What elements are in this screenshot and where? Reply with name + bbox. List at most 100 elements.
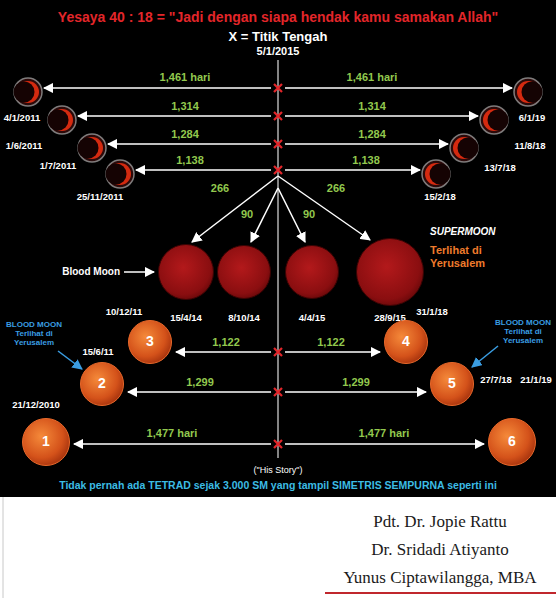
- day-count: 1,138: [176, 154, 204, 167]
- arrow-line: [251, 188, 278, 242]
- author-name: Dr. Sridadi Atiyanto: [371, 540, 508, 560]
- day-count: 1,461 hari: [347, 71, 398, 84]
- eclipse-icon: [106, 160, 135, 188]
- eclipse-date: 1/7/2011: [40, 161, 76, 172]
- arrow-line: [285, 351, 380, 353]
- day-count: 1,477 hari: [359, 427, 410, 440]
- event-date: 27/7/18: [480, 375, 512, 385]
- red-rule: [325, 592, 556, 594]
- event-date: 21/1/19: [520, 375, 552, 385]
- supermoon: 28/9/15: [356, 238, 424, 306]
- supermoon-label: SUPERMOON: [430, 226, 496, 238]
- center-axis: [277, 60, 278, 458]
- arrow-line: [285, 391, 426, 393]
- callout-number: 4: [402, 334, 410, 349]
- arrow-line: [285, 143, 448, 145]
- event-date: 4/4/15: [299, 313, 325, 323]
- day-count: 1,284: [358, 128, 386, 141]
- subtitle-note: ("His Story"): [254, 465, 303, 475]
- midpoint-date: 5/1/2015: [257, 45, 300, 58]
- day-count: 1,477 hari: [147, 427, 198, 440]
- circle-shape: [217, 245, 271, 299]
- black-ground: [0, 0, 556, 497]
- eclipse-circle: 121/12/2010: [22, 418, 70, 466]
- arrow-line: [192, 176, 278, 242]
- callout-number: 6: [508, 434, 516, 449]
- event-date: 8/10/14: [228, 313, 260, 323]
- eclipse-date: 25/11/2011: [77, 192, 124, 203]
- eclipse-date: 6/1/19: [519, 113, 545, 124]
- day-count: 266: [327, 182, 345, 195]
- arrow-line: [285, 115, 478, 117]
- arrow-line: [285, 169, 420, 171]
- circle-shape: [158, 244, 214, 300]
- day-count: 1,122: [317, 336, 345, 349]
- day-count: 90: [303, 208, 315, 221]
- eclipse-icon: [450, 134, 479, 162]
- arrow-line: [74, 443, 271, 445]
- midpoint-mark: [274, 112, 282, 120]
- eclipse-circle: 310/12/11: [128, 320, 172, 364]
- caption: Tidak pernah ada TETRAD sejak 3.000 SM y…: [59, 479, 497, 491]
- day-count: 1,122: [212, 336, 240, 349]
- eclipse-date: 1/6/2011: [6, 141, 42, 152]
- arrow-line: [136, 169, 271, 171]
- visibility-note: Terlihat di Yerusalem: [430, 244, 502, 269]
- midpoint-mark: [274, 84, 282, 92]
- eclipse-icon: [14, 78, 43, 106]
- eclipse-circle: 621/1/19: [488, 418, 536, 466]
- eclipse-circle: 431/1/18: [384, 320, 428, 364]
- arrow-line: [472, 346, 498, 367]
- margin-line: [3, 497, 4, 598]
- arrow-line: [285, 87, 512, 89]
- arrow-line: [176, 351, 271, 353]
- eclipse-icon: [422, 160, 451, 188]
- arrow-line: [78, 115, 271, 117]
- arrow-line: [124, 271, 154, 273]
- event-date: 15/4/14: [170, 313, 202, 323]
- blood-moon: 15/4/14: [158, 244, 214, 300]
- day-count: 1,138: [352, 154, 380, 167]
- eclipse-icon: [78, 134, 107, 162]
- midpoint-heading: X = Titik Tengah: [229, 30, 328, 45]
- day-count: 1,299: [186, 376, 214, 389]
- callout-number: 3: [146, 334, 154, 349]
- arrow-line: [128, 391, 271, 393]
- title: Yesaya 40 : 18 = "Jadi dengan siapa hend…: [58, 9, 498, 25]
- visibility-note: BLOOD MOON Terlihat di Yerusalem: [5, 320, 63, 348]
- midpoint-mark: [274, 440, 282, 448]
- midpoint-mark: [274, 140, 282, 148]
- eclipse-icon: [514, 78, 543, 106]
- eclipse-circle: 527/7/18: [430, 362, 474, 406]
- eclipse-date: 11/8/18: [514, 141, 545, 152]
- arrow-line: [285, 443, 484, 445]
- midpoint-mark: [274, 348, 282, 356]
- eclipse-date: 4/1/2011: [4, 113, 40, 124]
- callout-number: 1: [42, 434, 50, 449]
- event-date: 31/1/18: [416, 307, 448, 317]
- author-name: Yunus Ciptawilangga, MBA: [343, 568, 536, 588]
- arrow-line: [108, 143, 271, 145]
- arrow-line: [278, 188, 305, 242]
- midpoint-mark: [274, 166, 282, 174]
- visibility-note: BLOOD MOON Terlihat di Yerusalem: [494, 318, 552, 346]
- event-date: 21/12/2010: [12, 400, 60, 410]
- author-name: Pdt. Dr. Jopie Rattu: [373, 512, 507, 532]
- arrow-line: [58, 351, 82, 369]
- circle-shape: [285, 245, 339, 299]
- arrow-line: [44, 87, 271, 89]
- callout-number: 2: [98, 376, 106, 391]
- day-count: 266: [211, 182, 229, 195]
- day-count: 1,299: [342, 376, 370, 389]
- eclipse-date: 15/2/18: [424, 192, 456, 203]
- day-count: 1,284: [171, 128, 199, 141]
- arrow-line: [278, 176, 370, 240]
- day-count: 90: [241, 208, 253, 221]
- event-date: 10/12/11: [106, 307, 142, 317]
- blood-moon-label: Blood Moon: [62, 266, 120, 278]
- callout-number: 5: [448, 376, 456, 391]
- eclipse-icon: [48, 106, 77, 134]
- eclipse-icon: [480, 106, 509, 134]
- day-count: 1,314: [171, 100, 199, 113]
